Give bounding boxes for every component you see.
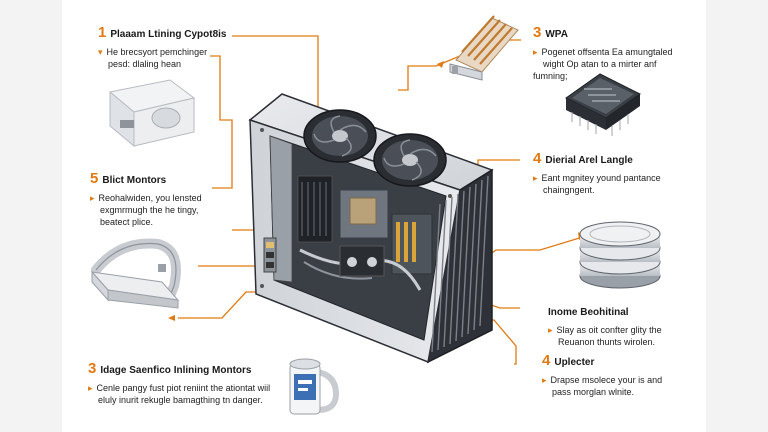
callout-3-top-title: WPA bbox=[545, 29, 568, 40]
callout-4-bottom-desc-line2: pass morglan wlnite. bbox=[552, 387, 635, 397]
callout-3-top-number: 3 bbox=[533, 24, 542, 41]
callout-inome-title: Inome Beohitinal bbox=[548, 307, 629, 318]
top-fan-right bbox=[373, 133, 447, 187]
callout-4-middle-number: 4 bbox=[533, 150, 542, 167]
cpu-chip-image bbox=[565, 73, 641, 136]
callout-4-middle-title: Dierial Arel Langle bbox=[545, 155, 633, 166]
callout-3-bottom-number: 3 bbox=[88, 360, 97, 377]
heatsink-image bbox=[449, 15, 519, 81]
callout-3-bottom-desc-line2: eluly inurit rekugle bamagthing tn dange… bbox=[98, 395, 263, 405]
callout-1-number: 1 bbox=[98, 24, 107, 41]
cooler-bracket-image bbox=[90, 238, 181, 309]
callout-4-middle-desc-line2: chaingngent. bbox=[543, 185, 595, 195]
arrowhead bbox=[168, 315, 175, 321]
power-supply-unit-image bbox=[108, 79, 196, 148]
callout-inome: Inome Beohitinal ▸Slay as oit confter gl… bbox=[548, 307, 662, 347]
callout-inome-desc-line2: Reuanon thunts wirolen. bbox=[558, 337, 656, 347]
callout-5-desc-line1: Reohalwiden, you lensted bbox=[98, 193, 202, 203]
callout-4-bottom-number: 4 bbox=[542, 352, 551, 369]
left-margin-band bbox=[0, 0, 62, 432]
callout-3-top-desc-line2: wight Op atan to a mirter anf fumning; bbox=[533, 59, 657, 81]
callout-5-desc-line2: exgmrmugh the he tingy, bbox=[100, 205, 199, 215]
arrowhead bbox=[437, 61, 444, 68]
internal-components bbox=[263, 175, 433, 291]
side-vent-grille bbox=[431, 175, 489, 353]
callout-5-title: Blict Montors bbox=[102, 175, 167, 186]
right-margin-band bbox=[706, 0, 768, 432]
callout-4-bottom-desc-line1: Drapse msolece your is and bbox=[550, 375, 663, 385]
leader-line-4 bbox=[477, 159, 520, 166]
callout-5-desc-line3: beatect plice. bbox=[100, 217, 154, 227]
callout-3-bottom-desc-line1: Cenle pangy fust piot reniint the ationt… bbox=[96, 383, 271, 393]
top-fan-left bbox=[303, 109, 377, 163]
leader-line-1 bbox=[232, 35, 319, 114]
mug-image bbox=[289, 358, 340, 415]
callout-4-bottom-title: Uplecter bbox=[554, 357, 595, 368]
callout-1-desc-line1: He brecsyort pemchinger bbox=[106, 47, 208, 57]
leader-line-5 bbox=[210, 55, 233, 189]
callout-5-number: 5 bbox=[90, 170, 99, 187]
callout-inome-desc-line1: Slay as oit confter glity the bbox=[556, 325, 662, 335]
callout-3-top-desc-line1: Pogenet offsenta Ea amungtaled bbox=[541, 47, 673, 57]
disk-stack-image bbox=[579, 221, 661, 289]
callout-4-middle-desc-line1: Eant mgnitey yound pantance bbox=[541, 173, 661, 183]
callout-1-desc-line2: pesd: dlaling hean bbox=[108, 59, 182, 69]
callout-3-bottom-title: Idage Saenfico Inlining Montors bbox=[100, 365, 252, 376]
callout-1-title: Plaaam Ltining Cypot8is bbox=[110, 29, 227, 40]
